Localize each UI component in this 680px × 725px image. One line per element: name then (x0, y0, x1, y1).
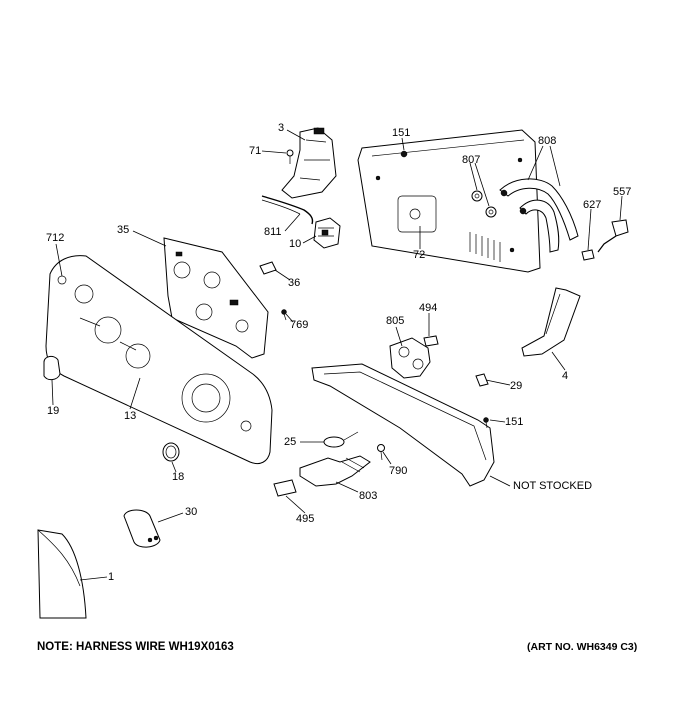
callout-627: 627 (583, 199, 602, 211)
part-151-screw-lower (483, 417, 489, 429)
callout-3: 3 (278, 122, 285, 134)
part-557-connector (597, 219, 629, 253)
part-10-switch (313, 217, 341, 249)
callout-807: 807 (462, 154, 481, 166)
callout-36: 36 (288, 277, 301, 289)
part-494-block (423, 335, 439, 347)
part-807-washers (471, 190, 497, 218)
callout-151-top: 151 (392, 127, 411, 139)
callout-494: 494 (419, 302, 438, 314)
callout-4: 4 (562, 370, 569, 382)
part-36-block (259, 261, 277, 275)
callout-30: 30 (185, 506, 198, 518)
part-71-screw (286, 149, 294, 164)
part-3-bracket (281, 127, 337, 199)
part-not-stocked-frame (311, 363, 495, 487)
part-29-clip (475, 373, 489, 387)
part-495-block (273, 479, 297, 497)
callout-790: 790 (389, 465, 408, 477)
callout-769: 769 (290, 319, 309, 331)
part-72-rear-panel (357, 129, 541, 273)
callout-29: 29 (510, 380, 523, 392)
callout-557: 557 (613, 186, 632, 198)
part-25-pump (323, 431, 359, 448)
part-811-hose (261, 195, 314, 225)
art-number: (ART NO. WH6349 C3) (527, 641, 638, 653)
callout-19: 19 (47, 405, 60, 417)
callout-13: 13 (124, 410, 137, 422)
part-30-capacitor (123, 509, 161, 548)
part-18-ring (162, 442, 180, 462)
part-627-clip (581, 249, 595, 261)
callout-712: 712 (46, 232, 65, 244)
leader-lines (51, 129, 623, 581)
callout-71: 71 (249, 145, 262, 157)
callout-808: 808 (538, 135, 557, 147)
callout-1: 1 (108, 571, 115, 583)
callout-not-stocked: NOT STOCKED (513, 480, 593, 492)
callout-151-lower: 151 (505, 416, 524, 428)
part-790-screw (377, 444, 385, 461)
harness-note: NOTE: HARNESS WIRE WH19X0163 (37, 641, 234, 653)
part-1-document (37, 529, 87, 619)
part-805-valve (389, 337, 431, 379)
part-35-control-board (163, 237, 269, 359)
callout-25: 25 (284, 436, 297, 448)
part-769-screw (281, 309, 287, 321)
part-803-dispenser (299, 455, 371, 487)
callout-72: 72 (413, 249, 426, 261)
callout-18: 18 (172, 471, 185, 483)
callout-495: 495 (296, 513, 315, 525)
callout-811: 811 (264, 226, 282, 238)
callout-10: 10 (289, 238, 302, 250)
part-808-hoses (499, 178, 579, 253)
part-4-support (521, 287, 581, 357)
callout-805: 805 (386, 315, 405, 327)
callout-803: 803 (359, 490, 378, 502)
part-151-screw-top (400, 150, 408, 158)
callout-35: 35 (117, 224, 130, 236)
part-19-knob (43, 355, 61, 381)
